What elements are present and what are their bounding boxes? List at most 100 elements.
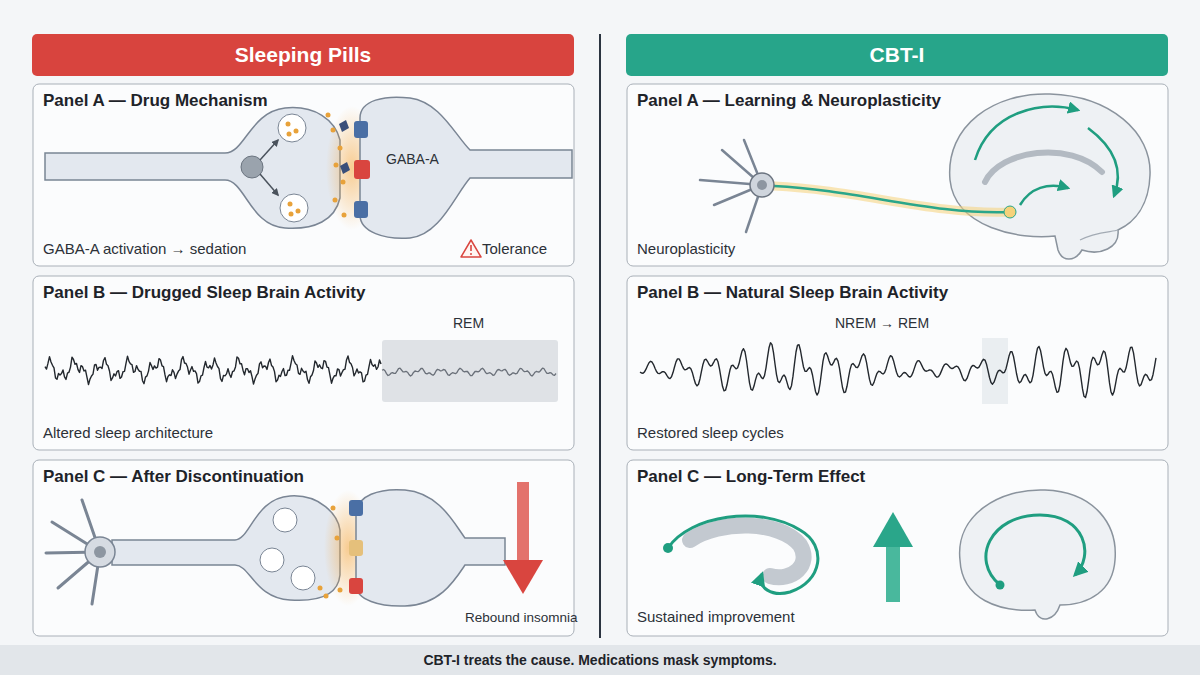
text-slot: Panel C — After Discontinuation [43, 467, 304, 487]
panel-ground [33, 84, 574, 266]
soma [750, 173, 774, 197]
nucleus [757, 180, 767, 190]
panel-title: Panel A — Learning & Neuroplasticity [637, 91, 941, 111]
neural-pathway [774, 186, 1010, 212]
warning-icon [461, 240, 481, 257]
circuit-node [663, 543, 673, 553]
transmitter-dot [286, 122, 291, 127]
receptor [349, 500, 363, 516]
header-text: CBT-I [870, 42, 925, 67]
receptor [349, 540, 363, 556]
panel-box: Panel A — Drug MechanismGABA-A GABA-A act… [33, 84, 574, 266]
panel-title: Panel A — Drug Mechanism [43, 91, 268, 111]
transmitter-dot [342, 213, 347, 218]
transmitter-dot [331, 128, 336, 133]
text-slot: REM [453, 314, 484, 332]
vesicle [280, 194, 308, 222]
text-slot: Panel B — Drugged Sleep Brain Activity [43, 283, 365, 303]
eeg-trace [45, 356, 381, 385]
vesicle [278, 114, 306, 142]
presynaptic-terminal [45, 108, 340, 229]
corpus-callosum [985, 152, 1102, 182]
eeg-traces [45, 343, 1156, 398]
up-arrow [873, 512, 913, 547]
transmitter-dot [288, 202, 293, 207]
panel-caption: Altered sleep architecture [43, 424, 213, 442]
brain-outline [960, 490, 1116, 619]
postsynaptic-terminal [356, 490, 505, 606]
down-arrow [517, 482, 529, 562]
panel-box: Panel B — Drugged Sleep Brain ActivityRE… [33, 276, 574, 450]
panel-ground [33, 460, 574, 636]
loop-node [996, 581, 1005, 590]
panel-ground [627, 460, 1168, 636]
transport-arrow [260, 140, 278, 160]
postsynaptic-terminal [360, 97, 572, 238]
caption-text: CBT-I treats the cause. Medications mask… [423, 652, 776, 669]
panel-caption: Sustained improvement [637, 608, 795, 626]
growth-arrow [975, 107, 1078, 160]
brain-outline [950, 94, 1150, 259]
pathway-glow [774, 186, 1010, 212]
circuit-arrow [668, 516, 818, 593]
text-slot: GABA-A [386, 150, 439, 168]
transmitter-dot [296, 209, 301, 214]
drug-molecule [339, 120, 349, 132]
caption-band [0, 645, 1200, 675]
transmitter-dot [331, 506, 336, 511]
text-slot: NREM → REM [835, 314, 929, 332]
transmitter-dot [287, 132, 292, 137]
panel-title: Panel C — Long-Term Effect [637, 467, 865, 487]
panel-title: Panel B — Natural Sleep Brain Activity [637, 283, 948, 303]
panel-ground [627, 276, 1168, 450]
text-slot: Neuroplasticity [637, 240, 735, 258]
receptor [354, 121, 368, 138]
transmitter-dot [333, 198, 338, 203]
transmitter-dot [289, 212, 294, 217]
drug-molecule [340, 162, 350, 174]
text-slot: Tolerance [482, 240, 547, 258]
panel-box: Panel C — Long-Term EffectSustained impr… [627, 460, 1168, 636]
nucleus [94, 546, 106, 558]
transmitter-dot [335, 536, 340, 541]
vesicle [260, 548, 284, 572]
transmitter-dot [318, 586, 323, 591]
text-slot: Panel A — Learning & Neuroplasticity [637, 91, 941, 111]
text-slot: Panel C — Long-Term Effect [637, 467, 865, 487]
growth-arrow [1020, 186, 1068, 205]
panel-caption: GABA-A activation → sedation [43, 240, 246, 258]
transmitter-dot [324, 594, 329, 599]
diagram-label: REM [453, 315, 484, 332]
rem-shade [382, 340, 558, 402]
growth-arrow [1088, 128, 1118, 196]
transmitter-dot [341, 180, 346, 185]
loop-arrow [986, 515, 1085, 585]
panel-caption: Tolerance [482, 240, 547, 258]
panel-caption: Neuroplasticity [637, 240, 735, 258]
panel-caption: Restored sleep cycles [637, 424, 784, 442]
header-bar: Sleeping Pills [32, 34, 574, 76]
cerebellum-line [1080, 230, 1118, 240]
text-slot: Panel B — Natural Sleep Brain Activity [637, 283, 948, 303]
diagram-label: GABA-A [386, 151, 439, 168]
transmitter-dot [294, 129, 299, 134]
panel-box: Panel C — After DiscontinuationRebound i… [33, 460, 574, 636]
transport-arrow [260, 174, 278, 195]
up-arrow [886, 545, 900, 602]
diagram-label: NREM → REM [835, 315, 929, 332]
panel-box: Panel A — Learning & NeuroplasticityNeur… [627, 84, 1168, 266]
hippocampus [690, 526, 804, 578]
panel-title: Panel C — After Discontinuation [43, 467, 304, 487]
text-slot: Panel A — Drug Mechanism [43, 91, 268, 111]
text-slot: Restored sleep cycles [637, 424, 784, 442]
caption-slot: CBT-I treats the cause. Medications mask… [0, 651, 1200, 669]
divider-line [599, 34, 601, 638]
header-text: Sleeping Pills [235, 42, 372, 67]
text-slot: GABA-A activation → sedation [43, 240, 246, 258]
receptor [354, 201, 368, 218]
warning-icon [470, 253, 472, 255]
eeg-trace [640, 343, 1156, 398]
vesicle [291, 566, 315, 590]
